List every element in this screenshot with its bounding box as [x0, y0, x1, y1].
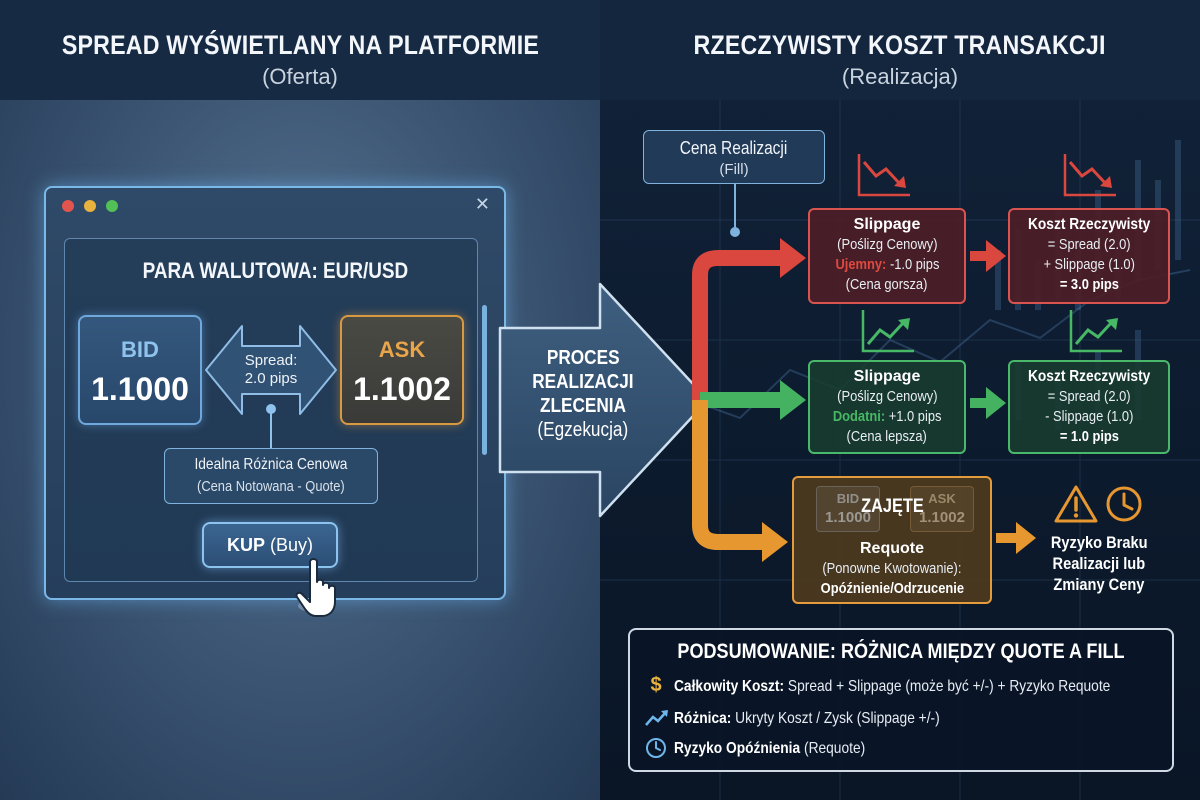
negative-real-cost-box: Koszt Rzeczywisty = Spread (2.0) + Slipp… [1008, 208, 1170, 304]
spread-label-value: 2.0 pips [244, 370, 298, 387]
positive-slippage-box: Slippage (Poślizg Cenowy) Dodatni: +1.0 … [808, 360, 966, 454]
right-header: RZECZYWISTY KOSZT TRANSAKCJI (Realizacja… [600, 0, 1200, 100]
execution-process-label: PROCES REALIZACJI ZLECENIA (Egzekucja) [532, 347, 634, 441]
negative-slippage-box: Slippage (Poślizg Cenowy) Ujemny: -1.0 p… [808, 208, 966, 304]
right-subtitle: (Realizacja) [841, 64, 959, 89]
warning-icon [1054, 485, 1098, 523]
bid-label: BID [121, 337, 159, 362]
bid-price-box: BID 1.1000 [78, 315, 202, 425]
faded-ask-box: ASK 1.1002 [910, 486, 974, 532]
trend-down-icon [857, 154, 910, 197]
clock-icon [1106, 486, 1142, 522]
left-title: SPREAD WYŚWIETLANY NA PLATFORMIE [61, 30, 539, 60]
requote-title: Requote [860, 540, 924, 557]
bid-value: 1.1000 [91, 371, 189, 407]
summary-title: PODSUMOWANIE: RÓŻNICA MIĘDZY QUOTE A FIL… [677, 640, 1125, 663]
left-header: SPREAD WYŚWIETLANY NA PLATFORMIE (Oferta… [0, 0, 600, 100]
requote-box: BID 1.1000 ASK 1.1002 ZAJĘTE Requote (Po… [792, 476, 992, 604]
execution-risk-label: Ryzyko Braku Realizacji lub Zmiany Ceny [1050, 533, 1148, 594]
ideal-price-difference-label: Idealna Różnica Cenowa (Cena Notowana - … [164, 448, 378, 504]
ask-price-box: ASK 1.1002 [340, 315, 464, 425]
trend-down-icon [1063, 154, 1116, 197]
spread-label-line1: Spread: [244, 352, 298, 369]
ask-value: 1.1002 [353, 371, 451, 407]
buy-button-label: KUP [226, 535, 265, 555]
spread-connector-line [266, 404, 276, 450]
currency-pair-label: PARA WALUTOWA: EUR/USD [142, 258, 408, 283]
summary-delay-risk-line: Ryzyko Opóźnienia (Requote) [674, 740, 866, 757]
window-minimize-dot-icon[interactable] [84, 200, 96, 212]
spread-label: Spread: 2.0 pips [204, 352, 338, 388]
fill-price-label: Cena Realizacji (Fill) [643, 130, 825, 184]
flow-arrows [692, 182, 1036, 562]
trend-up-icon [861, 310, 914, 353]
busy-label: ZAJĘTE [860, 496, 924, 517]
negative-slippage-title: Slippage [853, 216, 921, 233]
window-maximize-dot-icon[interactable] [106, 200, 118, 212]
summary-difference-line: Różnica: Ukryty Koszt / Zysk (Slippage +… [674, 710, 940, 727]
spread-double-arrow-icon [205, 325, 337, 415]
left-subtitle: (Oferta) [262, 64, 338, 89]
right-title: RZECZYWISTY KOSZT TRANSAKCJI [693, 30, 1107, 60]
trend-up-icon [645, 710, 668, 726]
trend-up-icon [1069, 310, 1122, 353]
dollar-icon: $ [650, 674, 662, 696]
faded-bid-box: BID 1.1000 [816, 486, 880, 532]
window-close-dot-icon[interactable] [62, 200, 74, 212]
ask-label: ASK [378, 337, 426, 362]
summary-total-cost-line: Całkowity Koszt: Spread + Slippage (może… [674, 678, 1111, 695]
positive-real-cost-box: Koszt Rzeczywisty = Spread (2.0) - Slipp… [1008, 360, 1170, 454]
close-icon[interactable]: ✕ [474, 194, 490, 214]
summary-box: PODSUMOWANIE: RÓŻNICA MIĘDZY QUOTE A FIL… [628, 628, 1174, 772]
execution-process-arrow [498, 282, 710, 518]
buy-button-sublabel: (Buy) [265, 535, 314, 555]
clock-icon [646, 738, 666, 758]
positive-slippage-title: Slippage [853, 368, 921, 385]
window-scrollbar[interactable] [482, 305, 487, 455]
hand-cursor-icon [295, 558, 336, 617]
